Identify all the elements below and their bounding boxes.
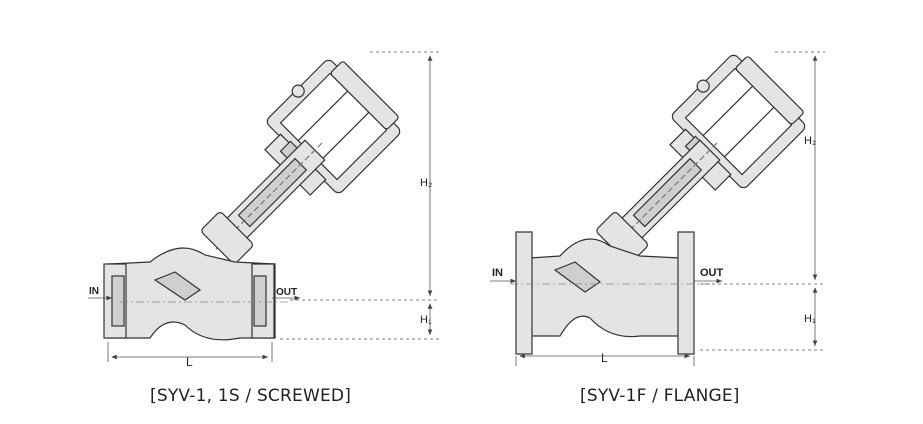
screwed-in-label: IN <box>89 286 99 297</box>
screwed-valve-drawing <box>103 59 401 341</box>
screwed-l-dimension: L <box>186 355 193 369</box>
flange-out-label: OUT <box>700 267 724 279</box>
screwed-h2-dimension: H₂ <box>420 177 432 189</box>
flange-h2-dimension: H₂ <box>804 135 816 147</box>
flange-l-dimension: L <box>601 351 608 365</box>
screwed-valve-dimensions <box>88 51 440 362</box>
flange-valve-drawing <box>510 54 806 355</box>
flange-h1-dimension: H₁ <box>804 313 816 325</box>
screwed-valve-caption: [SYV-1, 1S / SCREWED] <box>150 386 352 406</box>
flange-valve-caption: [SYV-1F / FLANGE] <box>580 386 740 406</box>
screwed-h1-dimension: H₁ <box>420 314 432 326</box>
screwed-out-label: OUT <box>276 287 297 298</box>
flange-in-label: IN <box>492 267 503 279</box>
flange-valve-dimensions <box>490 51 825 366</box>
